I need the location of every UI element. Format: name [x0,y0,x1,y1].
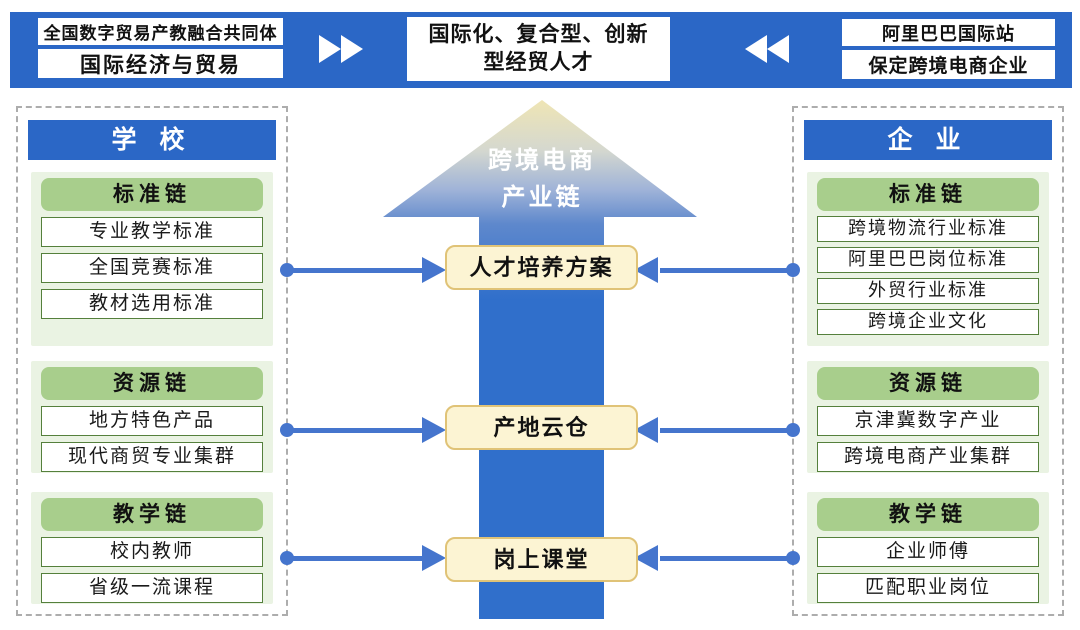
node-talent-cultivation-plan: 人才培养方案 [445,245,638,290]
chain-section: 资源链 京津冀数字产业跨境电商产业集群 [807,361,1049,473]
fast-forward-icon [319,35,363,63]
chain-section: 教学链 校内教师省级一流课程 [31,492,273,604]
arrow-right-icon [422,417,446,443]
chain-title: 资源链 [817,367,1039,400]
top-banner: 全国数字贸易产教融合共同体 国际经济与贸易 国际化、复合型、创新 型经贸人才 阿… [10,12,1072,88]
chain-item: 跨境企业文化 [817,309,1039,335]
chain-title: 标准链 [817,178,1039,211]
industry-chain-label-line1: 跨境电商 [488,147,596,174]
industry-chain-label-line2: 产业链 [501,184,583,211]
connector-school-talent-plan [280,257,448,283]
chain-item: 匹配职业岗位 [817,573,1039,603]
arrow-right-icon [422,257,446,283]
enterprise-panel-title: 企 业 [804,120,1052,160]
banner-talent-goal-box: 国际化、复合型、创新 型经贸人才 [407,17,670,81]
connector-school-cloud-warehouse [280,417,448,443]
chain-section: 资源链 地方特色产品现代商贸专业集群 [31,361,273,473]
chain-section: 教学链 企业师傅匹配职业岗位 [807,492,1049,604]
banner-enterprise-box: 保定跨境电商企业 [842,50,1055,79]
school-panel: 学 校 标准链 专业教学标准全国竞赛标准教材选用标准 资源链 地方特色产品现代商… [16,106,288,616]
chain-item: 校内教师 [41,537,263,567]
connector-dot [280,423,294,437]
chain-item: 跨境电商产业集群 [817,442,1039,472]
chain-title: 标准链 [41,178,263,211]
connector-line [660,427,790,433]
banner-talent-goal-line1: 国际化、复合型、创新 [428,23,649,46]
chain-section: 标准链 专业教学标准全国竞赛标准教材选用标准 [31,172,273,346]
chain-item: 外贸行业标准 [817,278,1039,304]
connector-dot [280,551,294,565]
chain-item: 阿里巴巴岗位标准 [817,247,1039,273]
connector-enterprise-on-job-class [632,545,800,571]
chain-item: 全国竞赛标准 [41,253,263,283]
chain-section: 标准链 跨境物流行业标准阿里巴巴岗位标准外贸行业标准跨境企业文化 [807,172,1049,346]
connector-line [290,427,422,433]
chain-item: 省级一流课程 [41,573,263,603]
node-on-the-job-classroom: 岗上课堂 [445,537,638,582]
connector-enterprise-talent-plan [632,257,800,283]
banner-community-box: 全国数字贸易产教融合共同体 [38,18,283,45]
connector-dot [786,263,800,277]
chain-item: 现代商贸专业集群 [41,442,263,472]
chain-item: 教材选用标准 [41,289,263,319]
connector-line [660,267,790,273]
chain-title: 教学链 [817,498,1039,531]
enterprise-panel: 企 业 标准链 跨境物流行业标准阿里巴巴岗位标准外贸行业标准跨境企业文化 资源链… [792,106,1064,616]
banner-alibaba-box: 阿里巴巴国际站 [842,19,1055,46]
banner-major-box: 国际经济与贸易 [38,49,283,78]
connector-dot [280,263,294,277]
connector-line [290,267,422,273]
industry-chain-label: 跨境电商 产业链 [442,142,642,216]
banner-talent-goal-line2: 型经贸人才 [483,51,594,74]
connector-dot [786,551,800,565]
connector-line [290,555,422,561]
chain-title: 教学链 [41,498,263,531]
chain-item: 企业师傅 [817,537,1039,567]
chain-item: 京津冀数字产业 [817,406,1039,436]
arrow-right-icon [422,545,446,571]
school-panel-title: 学 校 [28,120,276,160]
node-origin-cloud-warehouse: 产地云仓 [445,405,638,450]
rewind-icon [745,35,789,63]
connector-line [660,555,790,561]
chain-item: 跨境物流行业标准 [817,216,1039,242]
connector-school-on-job-class [280,545,448,571]
chain-item: 地方特色产品 [41,406,263,436]
connector-enterprise-cloud-warehouse [632,417,800,443]
connector-dot [786,423,800,437]
chain-title: 资源链 [41,367,263,400]
chain-item: 专业教学标准 [41,217,263,247]
